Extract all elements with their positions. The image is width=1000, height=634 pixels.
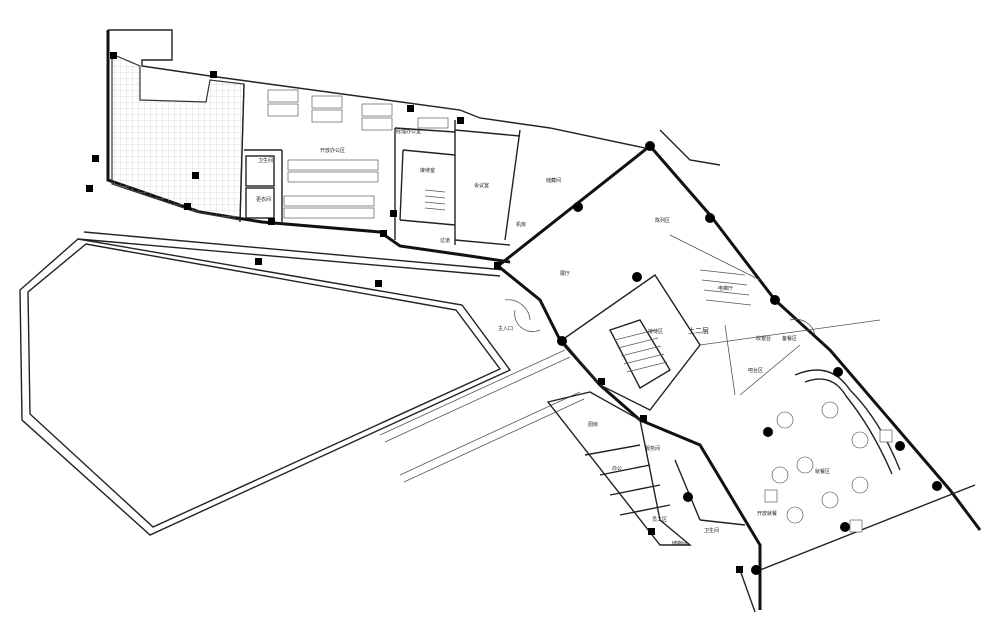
label-reception-office: 接待室 — [420, 167, 435, 174]
right-wing: 展厅 陈列区 电梯厅 接待区 上二层 主入口 收银台 吧台区 备餐区 就餐区 开… — [494, 129, 982, 613]
office-columns — [86, 52, 464, 287]
label-pantry: 备餐区 — [782, 335, 797, 342]
label-open-dining: 开放就餐 — [757, 510, 777, 517]
access-ramp — [379, 349, 585, 483]
round-columns — [494, 141, 942, 575]
dining-furniture — [764, 401, 893, 533]
main-stair — [614, 269, 752, 373]
label-storage2: 储物间 — [672, 540, 687, 547]
label-reception: 接待区 — [648, 328, 663, 335]
label-dining: 就餐区 — [815, 468, 830, 475]
label-corridor: 过道 — [440, 237, 450, 244]
label-utility: 机房 — [516, 221, 526, 228]
label-meeting-room: 会议室 — [474, 182, 489, 189]
label-storage: 储藏间 — [546, 177, 561, 184]
label-exhibition: 陈列区 — [655, 217, 670, 224]
label-washroom-2: 卫生间 — [704, 527, 719, 534]
label-cashier: 收银台 — [756, 335, 771, 342]
label-main-entrance: 主入口 — [498, 325, 513, 332]
label-manager-office: 经理办公室 — [396, 128, 421, 135]
label-bar: 吧台区 — [748, 367, 763, 374]
left-terrace — [19, 238, 512, 536]
office-desks — [267, 89, 449, 219]
label-staff: 员工区 — [652, 517, 667, 523]
hatched-lounge — [111, 53, 245, 221]
label-hall: 展厅 — [560, 271, 570, 277]
label-kitchen: 厨房 — [588, 421, 598, 428]
label-open-office: 开放办公区 — [320, 147, 345, 154]
label-cloak: 更衣间 — [256, 196, 271, 203]
label-service: 服务间 — [645, 445, 660, 452]
label-washroom: 卫生间 — [258, 157, 273, 164]
label-up-stairs: 上二层 — [688, 326, 709, 335]
label-lift-lobby: 电梯厅 — [718, 285, 733, 292]
office-block: 开放办公区 经理办公室 接待室 会议室 储藏间 机房 过道 卫生间 更衣间 — [77, 29, 646, 287]
label-office-small: 办公 — [612, 465, 622, 472]
stair-office — [424, 189, 446, 211]
